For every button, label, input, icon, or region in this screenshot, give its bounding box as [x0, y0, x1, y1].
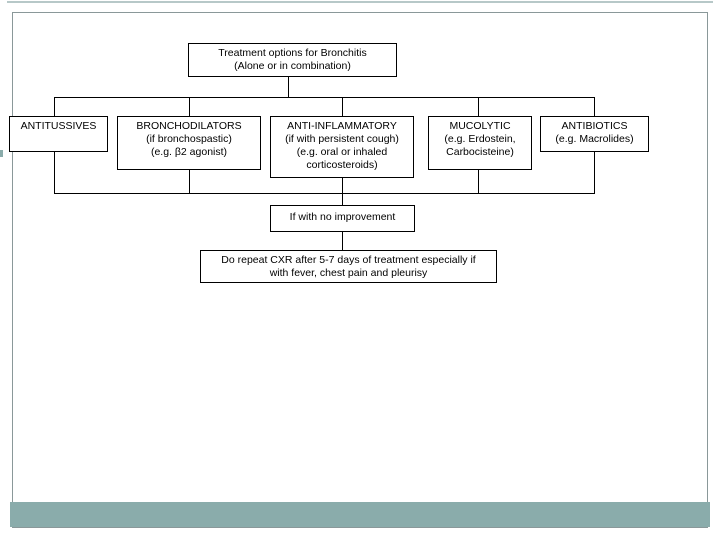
connector-line [342, 178, 343, 193]
node-text-line: corticosteroids) [306, 159, 378, 171]
node-text-line: MUCOLYTIC [449, 120, 511, 132]
flow-node-mucolytic: MUCOLYTIC (e.g. Erdostein, Carbocisteine… [428, 116, 532, 170]
connector-line [189, 97, 190, 116]
left-accent-mark [0, 150, 3, 157]
flow-node-root: Treatment options for Bronchitis (Alone … [188, 43, 397, 77]
connector-line [54, 193, 595, 194]
flow-node-antitussives: ANTITUSSIVES [9, 116, 108, 152]
node-text-line: Treatment options for Bronchitis [218, 47, 367, 59]
connector-line [478, 97, 479, 116]
node-text-line: If with no improvement [289, 211, 396, 223]
node-text-line: ANTIBIOTICS [561, 120, 628, 132]
connector-line [342, 97, 343, 116]
flow-node-anti-inflammatory: ANTI-INFLAMMATORY (if with persistent co… [270, 116, 414, 178]
connector-line [342, 193, 343, 205]
node-text-line: (if bronchospastic) [146, 133, 232, 145]
connector-line [594, 152, 595, 193]
connector-line [54, 152, 55, 193]
connector-line [478, 170, 479, 193]
node-text-line: (e.g. β2 agonist) [150, 146, 228, 158]
node-text-line: with fever, chest pain and pleurisy [269, 267, 428, 279]
flow-node-antibiotics: ANTIBIOTICS (e.g. Macrolides) [540, 116, 649, 152]
node-text-line: (e.g. oral or inhaled [296, 146, 388, 158]
flow-node-followup: Do repeat CXR after 5-7 days of treatmen… [200, 250, 497, 283]
flow-node-no-improvement: If with no improvement [270, 205, 415, 232]
node-text-line: ANTI-INFLAMMATORY [287, 120, 397, 132]
top-accent-strip [7, 1, 713, 3]
connector-line [594, 97, 595, 116]
node-text-line: Do repeat CXR after 5-7 days of treatmen… [221, 254, 476, 266]
bottom-accent-bar [10, 502, 710, 527]
node-text-line: (e.g. Erdostein, [444, 133, 516, 145]
connector-line [288, 77, 289, 97]
node-text-line: ANTITUSSIVES [20, 120, 97, 132]
connector-line [189, 170, 190, 193]
node-text-line: BRONCHODILATORS [136, 120, 242, 132]
flow-node-bronchodilators: BRONCHODILATORS (if bronchospastic) (e.g… [117, 116, 261, 170]
node-text-line: (if with persistent cough) [285, 133, 399, 145]
slide-frame-border [12, 12, 708, 528]
node-text-line: (Alone or in combination) [234, 60, 351, 72]
connector-line [342, 232, 343, 250]
node-text-line: (e.g. Macrolides) [555, 133, 634, 145]
connector-line [54, 97, 595, 98]
node-text-line: Carbocisteine) [446, 146, 514, 158]
connector-line [54, 97, 55, 116]
